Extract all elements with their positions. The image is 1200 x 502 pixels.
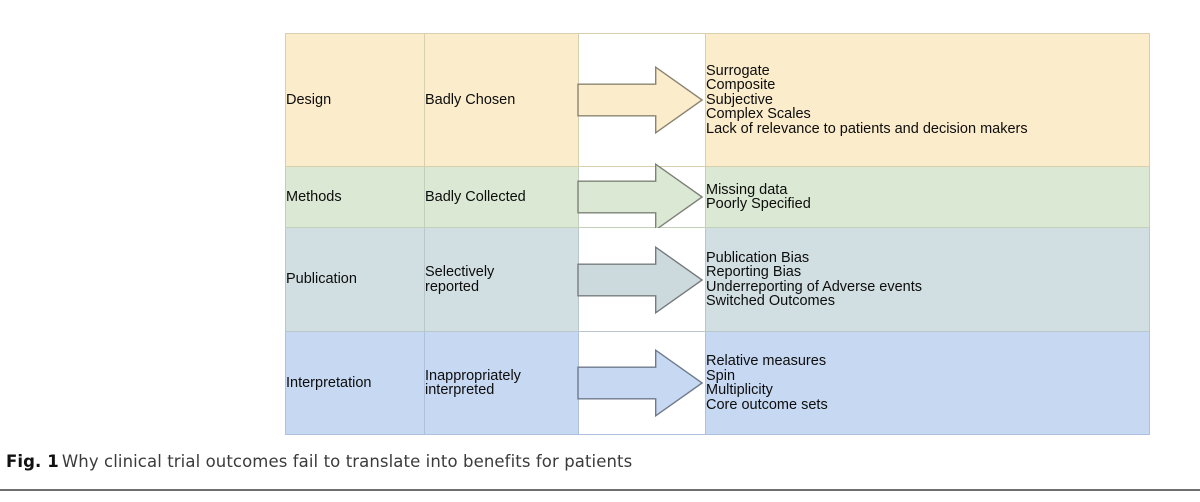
item-line: Missing data bbox=[706, 181, 788, 198]
item-line: Reporting Bias bbox=[706, 264, 802, 280]
problem-cell: Badly Collected bbox=[424, 166, 579, 228]
stage-cell: Publication bbox=[285, 227, 425, 332]
right-arrow-icon bbox=[577, 347, 704, 419]
item-line: Spin bbox=[706, 367, 736, 384]
item-line: Core outcome sets bbox=[706, 396, 828, 413]
item-line: Relative measures bbox=[706, 353, 827, 369]
stage-cell: Design bbox=[285, 33, 425, 167]
item-line: Subjective bbox=[706, 91, 773, 108]
right-arrow-icon bbox=[577, 64, 704, 136]
top-rule bbox=[0, 0, 1200, 2]
item-line: Switched Outcomes bbox=[706, 293, 835, 309]
problem-cell: Badly Chosen bbox=[424, 33, 579, 167]
stage-label: Publication bbox=[286, 271, 357, 288]
item-line: Surrogate bbox=[706, 62, 770, 79]
stage-cell: Methods bbox=[285, 166, 425, 228]
item-line: Complex Scales bbox=[706, 106, 811, 123]
arrow-cell bbox=[577, 227, 706, 332]
figure-caption-text: Why clinical trial outcomes fail to tran… bbox=[61, 452, 633, 471]
problem-label: Badly Collected bbox=[425, 188, 526, 205]
item-line: Lack of relevance to patients and decisi… bbox=[706, 120, 1028, 137]
figure-number: Fig. 1 bbox=[6, 452, 59, 471]
problem-line: reported bbox=[425, 278, 480, 295]
arrow-cell bbox=[577, 33, 706, 167]
stage-label: Interpretation bbox=[286, 374, 372, 391]
arrow-cell bbox=[577, 331, 706, 435]
stage-cell: Interpretation bbox=[285, 331, 425, 435]
stage-label: Methods bbox=[286, 188, 342, 205]
problem-line: interpreted bbox=[425, 382, 495, 398]
item-line: Composite bbox=[706, 77, 776, 94]
problem-line: Inappropriately bbox=[425, 367, 521, 384]
problem-label: Badly Chosen bbox=[425, 91, 516, 108]
item-line: Poorly Specified bbox=[706, 196, 811, 212]
right-arrow-icon bbox=[577, 244, 704, 316]
item-line: Multiplicity bbox=[706, 382, 773, 398]
right-arrow-icon bbox=[577, 161, 704, 233]
arrow-cell bbox=[577, 162, 706, 232]
problem-line: Selectively bbox=[425, 264, 495, 280]
item-line: Publication Bias bbox=[706, 249, 810, 266]
stage-label: Design bbox=[286, 91, 332, 108]
item-line: Underreporting of Adverse events bbox=[706, 278, 923, 295]
bottom-rule bbox=[0, 489, 1200, 491]
